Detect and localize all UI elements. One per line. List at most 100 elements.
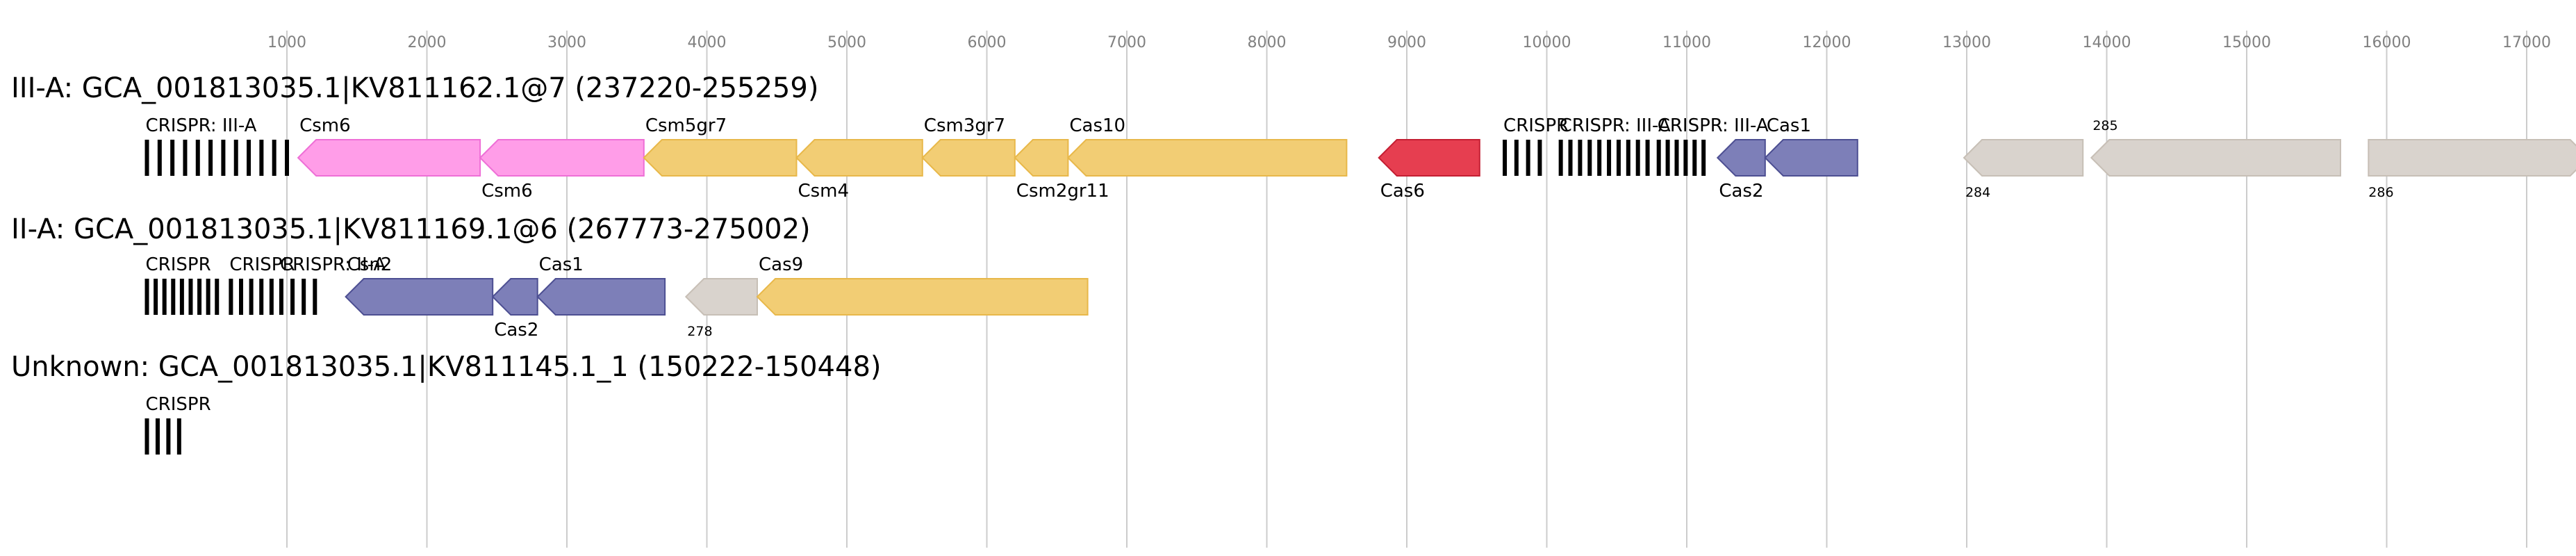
crispr-repeat bbox=[259, 279, 264, 315]
crispr-array: CRISPR: III-A bbox=[1558, 115, 1671, 176]
crispr-repeat bbox=[1607, 140, 1612, 176]
crispr-repeat bbox=[1537, 140, 1542, 176]
crispr-repeat bbox=[176, 418, 181, 455]
crispr-repeat bbox=[155, 418, 160, 455]
crispr-label: CRISPR: III-A bbox=[146, 115, 257, 136]
gene-arrow: Cas10 bbox=[1066, 115, 1348, 177]
gene-arrow: Cas1 bbox=[536, 254, 666, 316]
crispr-repeat bbox=[179, 279, 184, 315]
gene-body bbox=[536, 278, 666, 316]
gene-body bbox=[643, 139, 798, 177]
gene-arrow: 286 bbox=[2368, 139, 2576, 200]
crispr-repeat bbox=[269, 279, 274, 315]
tick-label: 12000 bbox=[1803, 34, 1851, 51]
tick-label: 7000 bbox=[1107, 34, 1146, 51]
crispr-repeat bbox=[1674, 140, 1679, 176]
crispr-repeat bbox=[1683, 140, 1688, 176]
track: III-A: GCA_001813035.1|KV811162.1@7 (237… bbox=[11, 72, 2576, 202]
crispr-repeat bbox=[166, 418, 171, 455]
crispr-repeat bbox=[1701, 140, 1706, 176]
crispr-repeat bbox=[1568, 140, 1573, 176]
gene-arrow: Csm5gr7 bbox=[643, 115, 798, 177]
tick-label: 3000 bbox=[547, 34, 586, 51]
gene-label: Cas6 bbox=[1380, 181, 1425, 202]
gene-label: 286 bbox=[2368, 185, 2393, 200]
gene-body bbox=[2368, 139, 2576, 177]
gene-body bbox=[684, 278, 758, 316]
crispr-repeat bbox=[206, 279, 210, 315]
crispr-label: CRISPR: II-A bbox=[280, 254, 386, 275]
crispr-array: CRISPR: II-A bbox=[279, 254, 386, 315]
crispr-repeat bbox=[313, 279, 317, 315]
crispr-array: CRISPR bbox=[229, 254, 295, 315]
crispr-repeat bbox=[157, 140, 162, 176]
gene-body bbox=[921, 139, 1016, 177]
crispr-repeat bbox=[1635, 140, 1640, 176]
gene-arrow: Csn2 bbox=[345, 254, 494, 316]
tick-label: 8000 bbox=[1248, 34, 1287, 51]
track-title: II-A: GCA_001813035.1|KV811169.1@6 (2677… bbox=[11, 213, 811, 245]
crispr-repeat bbox=[208, 140, 213, 176]
track: Unknown: GCA_001813035.1|KV811145.1_1 (1… bbox=[11, 351, 882, 455]
gene-label: Cas2 bbox=[494, 320, 538, 341]
crispr-array: CRISPR bbox=[1503, 115, 1569, 176]
gene-body bbox=[756, 278, 1089, 316]
gene-label: Csm6 bbox=[299, 115, 351, 136]
crispr-label: CRISPR bbox=[1503, 115, 1569, 136]
crispr-repeat bbox=[145, 418, 149, 455]
tick-label: 9000 bbox=[1387, 34, 1426, 51]
crispr-repeat bbox=[221, 140, 226, 176]
gene-arrow: Csm6 bbox=[479, 139, 645, 202]
crispr-repeat bbox=[279, 279, 283, 315]
gene-arrow: Csm2gr11 bbox=[1014, 139, 1109, 202]
gene-label: Csm4 bbox=[798, 181, 849, 202]
gene-arrow: Csm3gr7 bbox=[921, 115, 1016, 177]
tick-label: 6000 bbox=[968, 34, 1007, 51]
gene-label: Csm6 bbox=[481, 181, 533, 202]
gene-arrow: 285 bbox=[2090, 118, 2341, 177]
crispr-label: CRISPR bbox=[229, 254, 295, 275]
crispr-repeat bbox=[1503, 140, 1508, 176]
crispr-repeat bbox=[1587, 140, 1592, 176]
gene-arrow: 278 bbox=[684, 278, 758, 339]
gene-label: Csm5gr7 bbox=[645, 115, 727, 136]
crispr-repeat bbox=[154, 279, 158, 315]
crispr-repeat bbox=[1626, 140, 1630, 176]
crispr-repeat bbox=[1692, 140, 1697, 176]
gene-arrow: 284 bbox=[1963, 139, 2084, 200]
crispr-array: CRISPR: III-A bbox=[1656, 115, 1769, 176]
gene-label: Csm2gr11 bbox=[1016, 181, 1109, 202]
crispr-label: CRISPR: III-A bbox=[1560, 115, 1671, 136]
crispr-repeat bbox=[188, 279, 193, 315]
crispr-repeat bbox=[1578, 140, 1583, 176]
gene-label: Csm3gr7 bbox=[924, 115, 1005, 136]
tick-label: 1000 bbox=[267, 34, 306, 51]
track-title: Unknown: GCA_001813035.1|KV811145.1_1 (1… bbox=[11, 351, 882, 383]
gene-label: Csn2 bbox=[347, 254, 393, 275]
gene-label: 285 bbox=[2092, 118, 2117, 133]
crispr-array: CRISPR bbox=[145, 254, 220, 315]
crispr-array: CRISPR bbox=[145, 394, 211, 455]
crispr-repeat bbox=[233, 140, 238, 176]
gene-body bbox=[1378, 139, 1480, 177]
tick-label: 15000 bbox=[2222, 34, 2271, 51]
crispr-repeat bbox=[302, 279, 306, 315]
gene-arrow: Cas1 bbox=[1764, 115, 1858, 177]
crispr-repeat bbox=[162, 279, 167, 315]
crispr-repeat bbox=[1526, 140, 1530, 176]
gene-arrow: Cas9 bbox=[756, 254, 1089, 316]
gene-body bbox=[1716, 139, 1766, 177]
crispr-repeat bbox=[290, 279, 295, 315]
gene-body bbox=[297, 139, 481, 177]
track-title: III-A: GCA_001813035.1|KV811162.1@7 (237… bbox=[11, 72, 818, 104]
crispr-repeat bbox=[197, 279, 202, 315]
crispr-repeat bbox=[1656, 140, 1661, 176]
gene-body bbox=[345, 278, 494, 316]
tracks: III-A: GCA_001813035.1|KV811162.1@7 (237… bbox=[11, 72, 2576, 455]
crispr-repeat bbox=[249, 279, 254, 315]
gene-body bbox=[795, 139, 923, 177]
gene-label: Cas10 bbox=[1069, 115, 1125, 136]
crispr-repeat bbox=[1514, 140, 1519, 176]
gene-label: Cas9 bbox=[759, 254, 803, 275]
